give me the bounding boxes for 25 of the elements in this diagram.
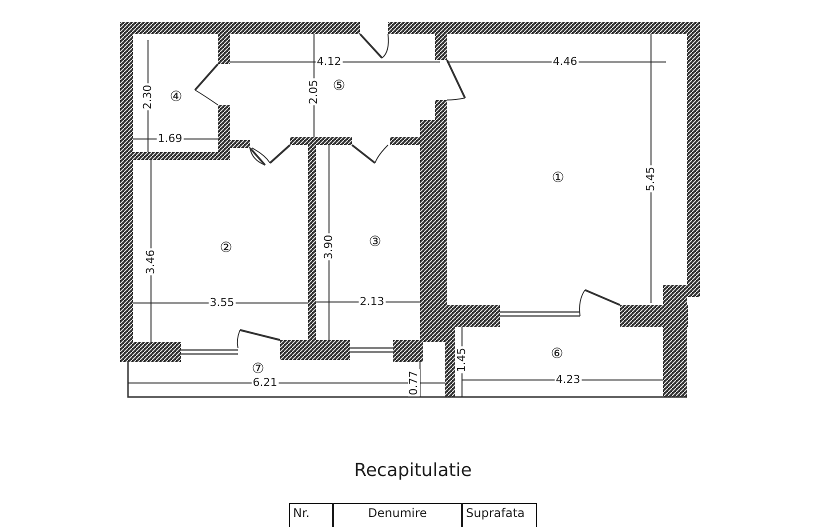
dimension-label: 3.55 bbox=[208, 297, 236, 309]
table-header-cell: Nr. bbox=[289, 503, 333, 527]
dimension-label: 3.46 bbox=[145, 248, 157, 276]
dimension-label: 0.77 bbox=[408, 370, 420, 396]
dimension-label: 3.90 bbox=[323, 234, 335, 260]
room-number: ② bbox=[218, 242, 234, 254]
dimension-label: 1.45 bbox=[456, 346, 468, 374]
room-number: ① bbox=[550, 172, 566, 184]
dimension-label: 2.30 bbox=[142, 84, 154, 110]
table-header-cell: Suprafata bbox=[462, 503, 537, 527]
dimension-label: 4.46 bbox=[552, 56, 578, 68]
dimension-label: 2.13 bbox=[358, 296, 386, 308]
dimension-label: 5.45 bbox=[645, 166, 657, 192]
room-number: ⑤ bbox=[332, 80, 346, 92]
table-header-cell: Denumire bbox=[333, 503, 462, 527]
table-title: Recapitulatie bbox=[353, 461, 473, 481]
dimension-label: 2.05 bbox=[308, 78, 320, 106]
dimension-label: 4.12 bbox=[316, 56, 342, 68]
dimension-label: 1.69 bbox=[156, 133, 184, 145]
room-number: ③ bbox=[368, 236, 382, 248]
dimension-label: 6.21 bbox=[252, 377, 278, 389]
dimension-label: 4.23 bbox=[554, 374, 582, 386]
room-number: ⑦ bbox=[250, 363, 266, 375]
room-number: ④ bbox=[168, 91, 184, 103]
room-number: ⑥ bbox=[550, 348, 564, 360]
